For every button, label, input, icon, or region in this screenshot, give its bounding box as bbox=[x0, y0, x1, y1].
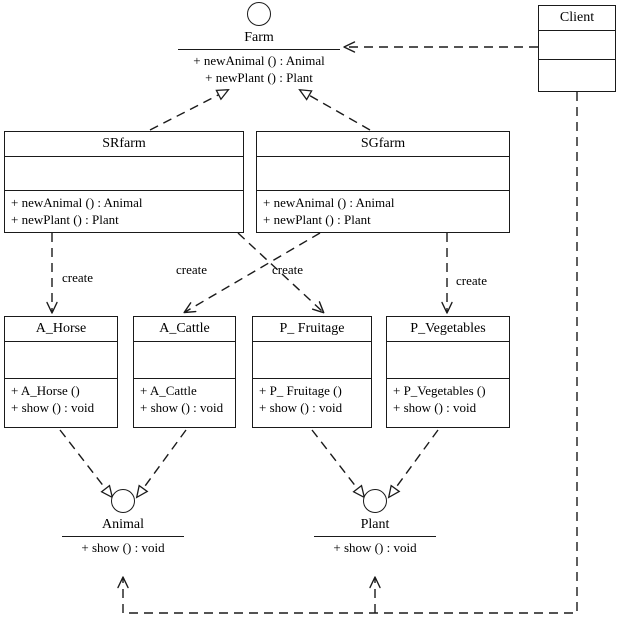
attributes-sgfarm bbox=[257, 157, 509, 191]
edge-a-cattle-to-animal bbox=[135, 429, 187, 499]
class-farm[interactable]: Farm + newAnimal () : Animal + newPlant … bbox=[178, 2, 340, 86]
operations-a-horse: + A_Horse () + show () : void bbox=[5, 379, 117, 422]
edge-label-create-1: create bbox=[62, 270, 94, 285]
operation: + P_Vegetables () bbox=[393, 383, 486, 398]
operation: + newPlant () : Plant bbox=[11, 211, 119, 227]
operations-a-cattle: + A_Cattle + show () : void bbox=[134, 379, 235, 422]
operation: + show () : void bbox=[393, 399, 477, 415]
edge-sgfarm-creates-a-cattle bbox=[183, 232, 321, 314]
class-animal[interactable]: Animal + show () : void bbox=[62, 489, 184, 557]
operations-srfarm: + newAnimal () : Animal + newPlant () : … bbox=[5, 191, 243, 234]
attributes-client bbox=[539, 31, 615, 60]
operations-p-fruitage: + P_ Fruitage () + show () : void bbox=[253, 379, 371, 422]
class-name-a-horse: A_Horse bbox=[5, 317, 117, 342]
interface-lollipop-icon bbox=[247, 2, 271, 26]
class-name-animal: Animal bbox=[102, 517, 144, 532]
operation: + show () : void bbox=[140, 399, 224, 415]
operation: + show () : void bbox=[11, 399, 95, 415]
operations-farm: + newAnimal () : Animal + newPlant () : … bbox=[178, 50, 340, 87]
edge-srfarm-creates-p-fruitage bbox=[237, 232, 325, 314]
edge-sgfarm-to-farm bbox=[298, 88, 371, 131]
attributes-a-cattle bbox=[134, 342, 235, 379]
operation: + newAnimal () : Animal bbox=[263, 195, 395, 210]
class-a-cattle[interactable]: A_Cattle + A_Cattle + show () : void bbox=[133, 316, 236, 428]
attributes-srfarm bbox=[5, 157, 243, 191]
class-sgfarm[interactable]: SGfarm + newAnimal () : Animal + newPlan… bbox=[256, 131, 510, 233]
class-name-plant: Plant bbox=[360, 517, 390, 532]
operations-plant: + show () : void bbox=[314, 537, 436, 557]
operation: + show () : void bbox=[333, 539, 417, 555]
divider bbox=[178, 48, 340, 50]
operation: + A_Horse () bbox=[11, 383, 80, 398]
operation: + newPlant () : Plant bbox=[263, 211, 371, 227]
edge-srfarm-to-farm bbox=[149, 89, 230, 131]
class-name-client: Client bbox=[539, 6, 615, 31]
operation: + newAnimal () : Animal bbox=[193, 52, 325, 68]
class-client[interactable]: Client bbox=[538, 5, 616, 92]
edge-p-fruitage-to-plant bbox=[311, 429, 366, 499]
class-plant[interactable]: Plant + show () : void bbox=[314, 489, 436, 557]
edge-p-vegetables-to-plant bbox=[387, 429, 439, 499]
class-name-p-vegetables: P_Vegetables bbox=[387, 317, 509, 342]
edge-label-create-2: create bbox=[176, 262, 208, 277]
divider bbox=[62, 535, 184, 537]
edge-a-horse-to-animal bbox=[59, 429, 114, 499]
edge-label-create-4: create bbox=[456, 273, 488, 288]
class-name-farm: Farm bbox=[244, 30, 274, 45]
divider bbox=[314, 535, 436, 537]
interface-lollipop-icon bbox=[363, 489, 387, 513]
class-p-fruitage[interactable]: P_ Fruitage + P_ Fruitage () + show () :… bbox=[252, 316, 372, 428]
class-name-srfarm: SRfarm bbox=[5, 132, 243, 157]
operation: + A_Cattle bbox=[140, 383, 197, 398]
operations-p-vegetables: + P_Vegetables () + show () : void bbox=[387, 379, 509, 422]
class-a-horse[interactable]: A_Horse + A_Horse () + show () : void bbox=[4, 316, 118, 428]
operation: + show () : void bbox=[81, 539, 165, 555]
attributes-p-fruitage bbox=[253, 342, 371, 379]
attributes-a-horse bbox=[5, 342, 117, 379]
operations-sgfarm: + newAnimal () : Animal + newPlant () : … bbox=[257, 191, 509, 234]
operations-animal: + show () : void bbox=[62, 537, 184, 557]
class-srfarm[interactable]: SRfarm + newAnimal () : Animal + newPlan… bbox=[4, 131, 244, 233]
edge-label-create-3: create bbox=[272, 262, 304, 277]
class-name-a-cattle: A_Cattle bbox=[134, 317, 235, 342]
operation: + show () : void bbox=[259, 399, 343, 415]
operation: + P_ Fruitage () bbox=[259, 383, 342, 398]
interface-lollipop-icon bbox=[111, 489, 135, 513]
class-p-vegetables[interactable]: P_Vegetables + P_Vegetables () + show ()… bbox=[386, 316, 510, 428]
operation: + newPlant () : Plant bbox=[205, 69, 313, 85]
class-name-sgfarm: SGfarm bbox=[257, 132, 509, 157]
operation: + newAnimal () : Animal bbox=[11, 195, 143, 210]
class-name-p-fruitage: P_ Fruitage bbox=[253, 317, 371, 342]
operations-client bbox=[539, 60, 615, 99]
attributes-p-vegetables bbox=[387, 342, 509, 379]
edge-client-to-products-bus bbox=[117, 92, 578, 614]
